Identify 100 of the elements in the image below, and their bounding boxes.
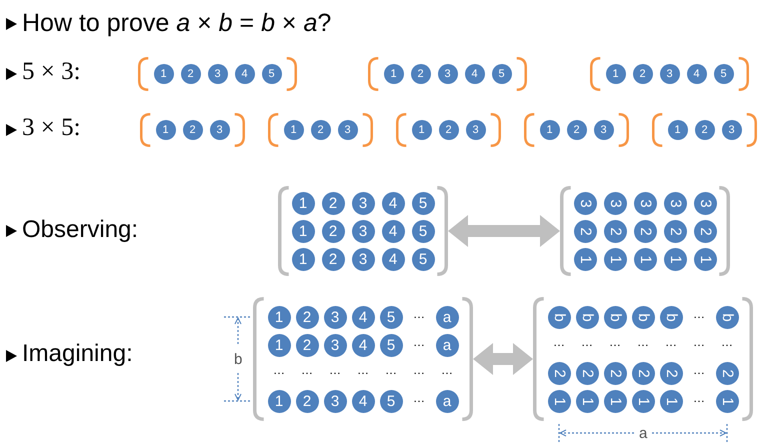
number-circle: 3 — [722, 120, 742, 140]
number-circle: 2 — [576, 362, 598, 384]
number-circle: 2 — [660, 362, 682, 384]
number-circle: b — [716, 306, 738, 328]
number-circle: 3 — [574, 192, 596, 214]
number-circle: 4 — [686, 64, 706, 84]
row-label: Observing: — [22, 216, 138, 244]
number-circle: 2 — [438, 120, 458, 140]
row-label: 3 × 5: — [22, 114, 81, 142]
number-circle: 1 — [412, 120, 432, 140]
number-circle: 3 — [324, 306, 346, 328]
ellipsis: … — [553, 335, 565, 349]
number-circle: 2 — [566, 120, 586, 140]
number-circle: 2 — [296, 390, 318, 412]
number-circle: 4 — [382, 220, 404, 242]
number-circle: 5 — [714, 64, 734, 84]
ellipsis: … — [413, 335, 425, 349]
number-circle: 2 — [182, 120, 202, 140]
number-circle: 1 — [268, 390, 290, 412]
number-circle: a — [436, 334, 458, 356]
number-circle: 3 — [664, 192, 686, 214]
number-circle: 1 — [604, 248, 626, 270]
number-circle: 5 — [380, 306, 402, 328]
number-circle: 1 — [664, 248, 686, 270]
number-circle: 1 — [634, 248, 656, 270]
number-circle: 2 — [664, 220, 686, 242]
number-circle: 3 — [324, 390, 346, 412]
title: How to prove a × b = b × a? — [22, 9, 332, 38]
number-circle: 1 — [540, 120, 560, 140]
number-circle: 4 — [464, 64, 484, 84]
number-circle: 2 — [574, 220, 596, 242]
number-circle: 2 — [694, 220, 716, 242]
number-circle: 1 — [660, 390, 682, 412]
number-circle: 1 — [668, 120, 688, 140]
row-label: 5 × 3: — [22, 58, 81, 86]
ellipsis: … — [413, 363, 425, 377]
number-circle: 2 — [296, 306, 318, 328]
number-circle: 4 — [234, 64, 254, 84]
number-circle: 2 — [548, 362, 570, 384]
number-circle: 2 — [180, 64, 200, 84]
ellipsis: … — [693, 363, 705, 377]
number-circle: 4 — [352, 306, 374, 328]
number-circle: 5 — [492, 64, 512, 84]
number-circle: 2 — [310, 120, 330, 140]
number-circle: 2 — [604, 362, 626, 384]
ellipsis: … — [693, 335, 705, 349]
number-circle: 1 — [154, 64, 174, 84]
number-circle: 2 — [322, 220, 344, 242]
number-circle: 2 — [716, 362, 738, 384]
number-circle: 1 — [604, 390, 626, 412]
number-circle: 2 — [322, 248, 344, 270]
number-circle: 5 — [412, 192, 434, 214]
number-circle: 1 — [606, 64, 626, 84]
number-circle: b — [632, 306, 654, 328]
number-circle: 1 — [292, 220, 314, 242]
number-circle: 5 — [380, 334, 402, 356]
ellipsis: … — [581, 335, 593, 349]
number-circle: 3 — [352, 192, 374, 214]
number-circle: a — [436, 390, 458, 412]
number-circle: 3 — [466, 120, 486, 140]
number-circle: b — [660, 306, 682, 328]
number-circle: 1 — [384, 64, 404, 84]
number-circle: 1 — [574, 248, 596, 270]
number-circle: b — [604, 306, 626, 328]
ellipsis: … — [609, 335, 621, 349]
ellipsis: … — [301, 363, 313, 377]
number-circle: 3 — [208, 64, 228, 84]
double-arrow — [448, 215, 560, 247]
number-circle: 3 — [338, 120, 358, 140]
number-circle: 1 — [292, 192, 314, 214]
number-circle: a — [436, 306, 458, 328]
number-circle: 3 — [604, 192, 626, 214]
number-circle: 3 — [324, 334, 346, 356]
number-circle: 3 — [634, 192, 656, 214]
number-circle: 1 — [284, 120, 304, 140]
ellipsis: … — [357, 363, 369, 377]
number-circle: 1 — [268, 306, 290, 328]
number-circle: 5 — [262, 64, 282, 84]
ellipsis: … — [413, 307, 425, 321]
number-circle: 4 — [382, 248, 404, 270]
number-circle: 2 — [632, 64, 652, 84]
number-circle: 1 — [694, 248, 716, 270]
ellipsis: … — [273, 363, 285, 377]
number-circle: 5 — [380, 390, 402, 412]
number-circle: 2 — [694, 120, 714, 140]
number-circle: 1 — [576, 390, 598, 412]
ellipsis: … — [329, 363, 341, 377]
number-circle: 4 — [352, 334, 374, 356]
number-circle: 3 — [694, 192, 716, 214]
ellipsis: … — [693, 391, 705, 405]
double-arrow — [473, 343, 533, 375]
number-circle: 1 — [632, 390, 654, 412]
number-circle: 3 — [438, 64, 458, 84]
number-circle: 2 — [604, 220, 626, 242]
number-circle: 5 — [412, 220, 434, 242]
number-circle: 1 — [716, 390, 738, 412]
number-circle: 4 — [382, 192, 404, 214]
ellipsis: … — [693, 307, 705, 321]
ellipsis: … — [665, 335, 677, 349]
number-circle: 4 — [352, 390, 374, 412]
